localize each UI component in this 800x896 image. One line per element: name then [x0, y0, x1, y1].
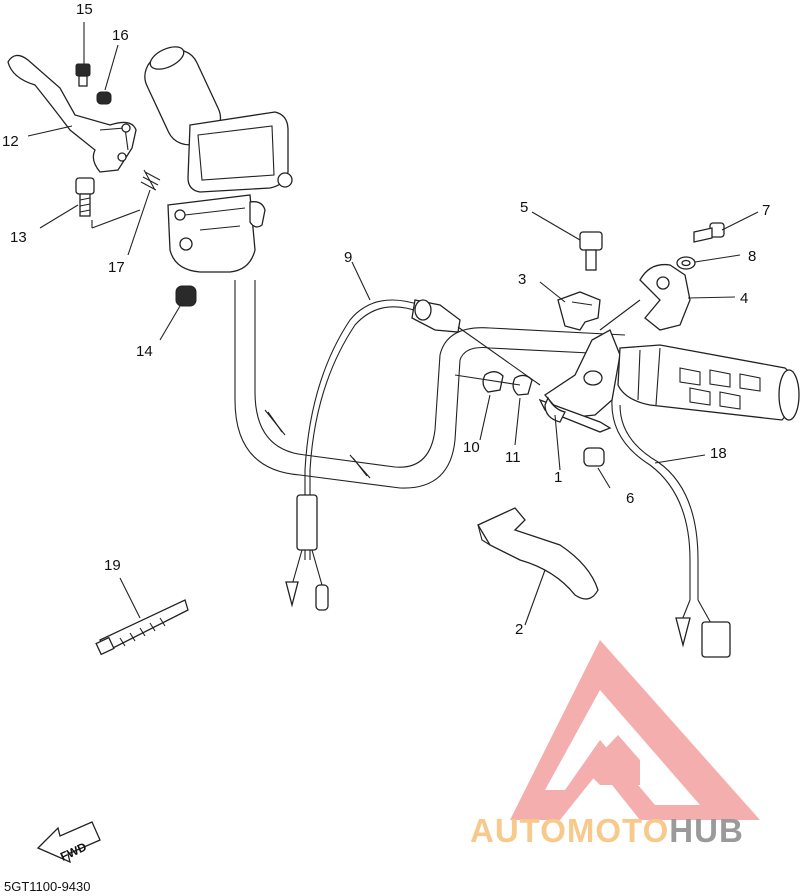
- leader-lines: [27, 22, 759, 626]
- part-16-nut: [96, 91, 112, 105]
- part-14-nut: [175, 285, 197, 307]
- part-2-lever: [477, 507, 599, 600]
- callout-8: 8: [748, 248, 756, 265]
- part-19-tie: [95, 599, 189, 656]
- callout-11: 11: [505, 449, 521, 466]
- fwd-arrow-icon: FWD: [36, 821, 101, 864]
- watermark-text: AUTOMOTOHUB: [470, 812, 744, 850]
- right-grip: [617, 344, 800, 421]
- callout-5: 5: [520, 199, 528, 216]
- watermark-logo: [510, 640, 760, 820]
- callout-15: 15: [76, 1, 93, 18]
- handlebar: [234, 280, 631, 489]
- callout-6: 6: [626, 490, 634, 507]
- callout-10: 10: [463, 439, 480, 456]
- part-3-clamp: [557, 291, 601, 331]
- callout-17: 17: [108, 259, 125, 276]
- callout-19: 19: [104, 557, 121, 574]
- left-grip-assembly: [144, 46, 293, 273]
- watermark-text-part1: AUTOMOTO: [470, 812, 670, 849]
- callout-16: 16: [112, 27, 129, 44]
- watermark-text-part2: HUB: [669, 812, 744, 849]
- part-13-bolt: [75, 177, 95, 217]
- callout-1: 1: [554, 469, 562, 486]
- callout-4: 4: [740, 290, 748, 307]
- callout-12: 12: [2, 133, 19, 150]
- callout-13: 13: [10, 229, 27, 246]
- part-4-holder: [639, 263, 691, 331]
- part-5-bolt: [579, 231, 603, 271]
- part-10-11-clamps: [454, 371, 533, 396]
- part-6-nut: [583, 447, 605, 467]
- part-code: 5GT1100-9430: [4, 879, 91, 894]
- callout-7: 7: [762, 202, 770, 219]
- callouts: 15 16 12 13 17 14 9 5 3 7 8 4 10 11 1 18…: [2, 1, 770, 638]
- callout-3: 3: [518, 271, 526, 288]
- part-7-screw: [693, 222, 725, 243]
- part-12-lever: [7, 54, 137, 173]
- callout-14: 14: [136, 343, 153, 360]
- part-9-cable: [285, 299, 541, 611]
- right-holder-assembly: [538, 329, 621, 433]
- part-18-cable: [611, 399, 731, 658]
- part-17-spring: [140, 169, 161, 191]
- callout-2: 2: [515, 621, 523, 638]
- callout-9: 9: [344, 249, 352, 266]
- part-8-washer: [676, 256, 696, 270]
- callout-18: 18: [710, 445, 727, 462]
- part-15-bolt: [75, 63, 91, 87]
